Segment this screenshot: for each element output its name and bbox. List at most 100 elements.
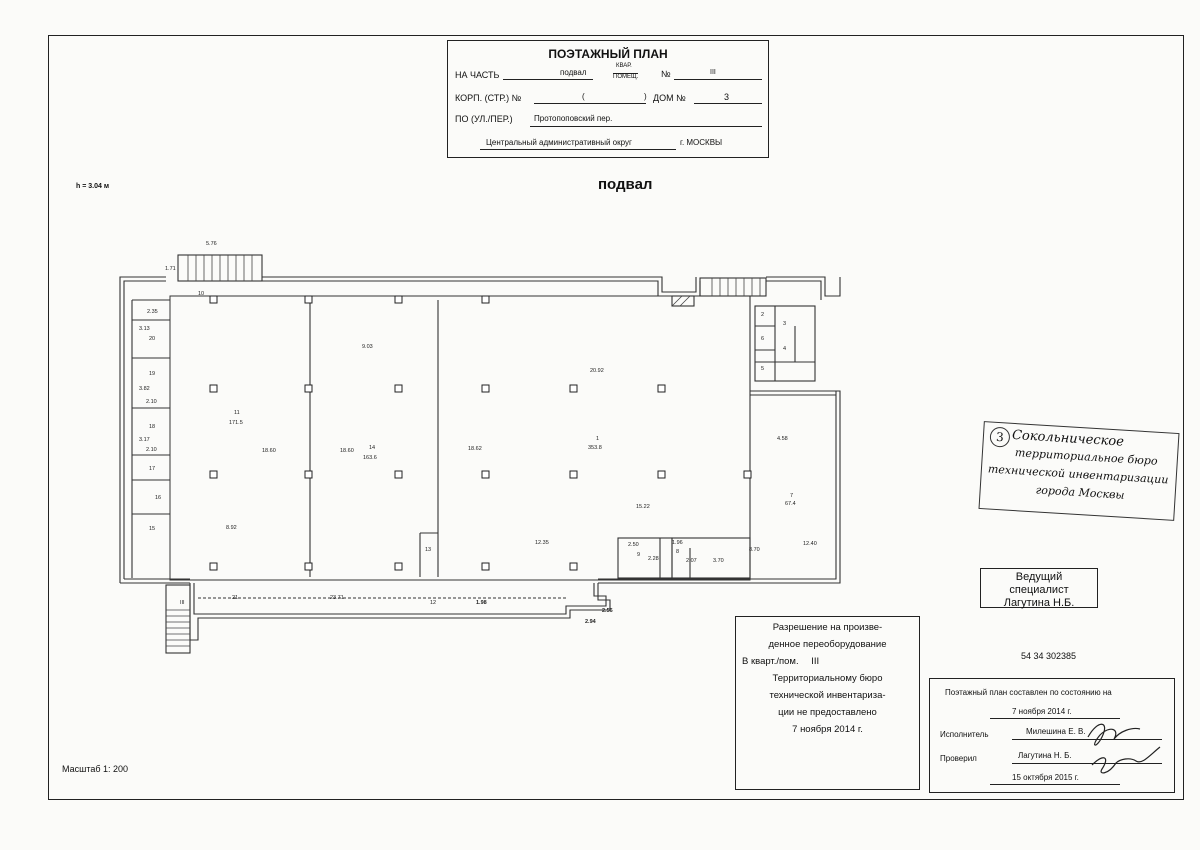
room-11-area: 171.5 — [229, 420, 243, 426]
pomesch-label: ПОМЕЩ. — [613, 73, 639, 80]
room-4: 4 — [783, 346, 786, 352]
dim-2-07: 2.07 — [686, 558, 697, 564]
room-21: 21 — [232, 595, 238, 601]
scale-note: Масштаб 1: 200 — [62, 764, 129, 774]
dim-1-96: 1.96 — [672, 540, 683, 546]
room-16: 16 — [155, 495, 161, 501]
dim-2-10a: 2.10 — [146, 399, 157, 405]
part-label: НА ЧАСТЬ — [455, 70, 500, 80]
dim-2-35: 2.35 — [147, 309, 158, 315]
checker-label: Проверил — [940, 754, 977, 763]
check-date: 15 октября 2015 г. — [1012, 773, 1079, 782]
part-value: подвал — [560, 68, 587, 77]
stamp-line-4: города Москвы — [1035, 483, 1125, 502]
height-note: h = 3.04 м — [76, 183, 110, 190]
korp-label: КОРП. (СТР.) № — [455, 93, 522, 103]
number-label: № — [661, 69, 671, 79]
room-9: 9 — [637, 552, 640, 558]
room-8: 8 — [676, 549, 679, 555]
permit-line-5: ции не предоставлено — [778, 707, 877, 718]
dim-2-10b: 2.10 — [146, 447, 157, 453]
status-date: 7 ноября 2014 г. — [1012, 707, 1072, 716]
title-block: ПОЭТАЖНЫЙ ПЛАН НА ЧАСТЬ подвал КВАР. ПОМ… — [447, 40, 769, 158]
specialist-name: Лагутина Н.Б. — [1003, 597, 1075, 609]
dim-3-17: 3.17 — [139, 437, 150, 443]
dim-r14-height: 18.60 — [340, 448, 354, 454]
room-1-area: 353.8 — [588, 445, 602, 451]
status-heading: Поэтажный план составлен по состоянию на — [945, 688, 1112, 697]
dim-1-98: 1.98 — [476, 600, 487, 606]
bureau-stamp: 3 Сокольническое территориальное бюро те… — [978, 421, 1180, 521]
permit-date: 7 ноября 2014 г. — [792, 724, 863, 735]
room-17: 17 — [149, 466, 155, 472]
dim-r11-width: 9.03 — [362, 344, 373, 350]
stamp-number: 3 — [989, 426, 1011, 448]
status-box: Поэтажный план составлен по состоянию на… — [929, 678, 1175, 793]
dim-stair-side: 1.71 — [165, 266, 176, 272]
specialist-box: Ведущий специалист Лагутина Н.Б. — [980, 568, 1098, 609]
dim-top-stair: 5.76 — [206, 241, 217, 247]
dim-3-70: 3.70 — [713, 558, 724, 564]
room-1: 1 — [596, 436, 599, 442]
room-2: 2 — [761, 312, 764, 318]
room-18: 18 — [149, 424, 155, 430]
permit-line-4: технической инвентариза- — [769, 690, 886, 701]
kvar-label: КВАР. — [616, 63, 632, 69]
permit-apartment-label: В кварт./пом. — [742, 656, 799, 667]
dom-label: ДОМ № — [653, 93, 686, 103]
permit-note: Разрешение на произве- денное переоборуд… — [735, 616, 920, 790]
signatures — [1087, 723, 1161, 774]
dim-4-58: 4.58 — [777, 436, 788, 442]
dim-12-40: 12.40 — [803, 541, 817, 547]
room-11: 11 — [234, 410, 240, 416]
stair-mark: III — [180, 600, 185, 606]
dim-2-94: 2.94 — [585, 619, 597, 625]
executor-label: Исполнитель — [940, 730, 989, 739]
dim-8-70: 8.70 — [749, 547, 760, 553]
room-7-area: 67.4 — [785, 501, 796, 507]
korp-paren-close: ) — [644, 92, 647, 101]
room-7: 7 — [790, 493, 793, 499]
room-15: 15 — [149, 526, 155, 532]
permit-line-2: денное переоборудование — [768, 639, 887, 650]
dim-15-22: 15.22 — [636, 504, 650, 510]
specialist-role-line-1: Ведущий — [1015, 571, 1063, 583]
dim-2-56: 2.56 — [602, 608, 613, 614]
permit-apartment-value: III — [811, 656, 820, 667]
dom-value: 3 — [724, 92, 730, 102]
dim-r1-height: 18.62 — [468, 446, 482, 452]
street-value: Протопоповский пер. — [534, 114, 613, 123]
room-12: 12 — [430, 600, 436, 606]
room-3: 3 — [783, 321, 786, 327]
city-value: г. МОСКВЫ — [680, 138, 723, 147]
dim-r11-height: 18.60 — [262, 448, 276, 454]
specialist-role-line-2: специалист — [1009, 584, 1069, 596]
floor-title: подвал — [598, 176, 653, 193]
number-value: III — [710, 69, 716, 76]
room-14: 14 — [369, 445, 375, 451]
plan-heading: ПОЭТАЖНЫЙ ПЛАН — [548, 47, 668, 61]
dim-r1-width: 20.92 — [590, 368, 604, 374]
room-6: 6 — [761, 336, 764, 342]
dim-3-13: 3.13 — [139, 326, 150, 332]
dim-10: 10 — [198, 291, 204, 297]
dim-3-82: 3.82 — [139, 386, 150, 392]
permit-apartment: В кварт./пом. III — [736, 653, 919, 670]
dim-corridor-length: 23.71 — [330, 595, 344, 601]
code-number: 54 34 302385 — [1021, 651, 1077, 661]
room-19: 19 — [149, 371, 155, 377]
dim-2-28: 2.28 — [648, 556, 659, 562]
executor-name: Милешина Е. В. — [1026, 727, 1086, 736]
permit-line-3: Территориальному бюро — [772, 673, 883, 684]
permit-line-1: Разрешение на произве- — [772, 622, 883, 633]
room-13: 13 — [425, 547, 431, 553]
room-14-area: 163.6 — [363, 455, 377, 461]
dim-mid-bottom: 12.35 — [535, 540, 549, 546]
dim-2-50: 2.50 — [628, 542, 639, 548]
checker-name: Лагутина Н. Б. — [1018, 751, 1072, 760]
district-value: Центральный административный округ — [486, 138, 632, 147]
room-5: 5 — [761, 366, 764, 372]
street-label: ПО (УЛ./ПЕР.) — [455, 114, 513, 124]
dim-left-bottom: 8.92 — [226, 525, 237, 531]
